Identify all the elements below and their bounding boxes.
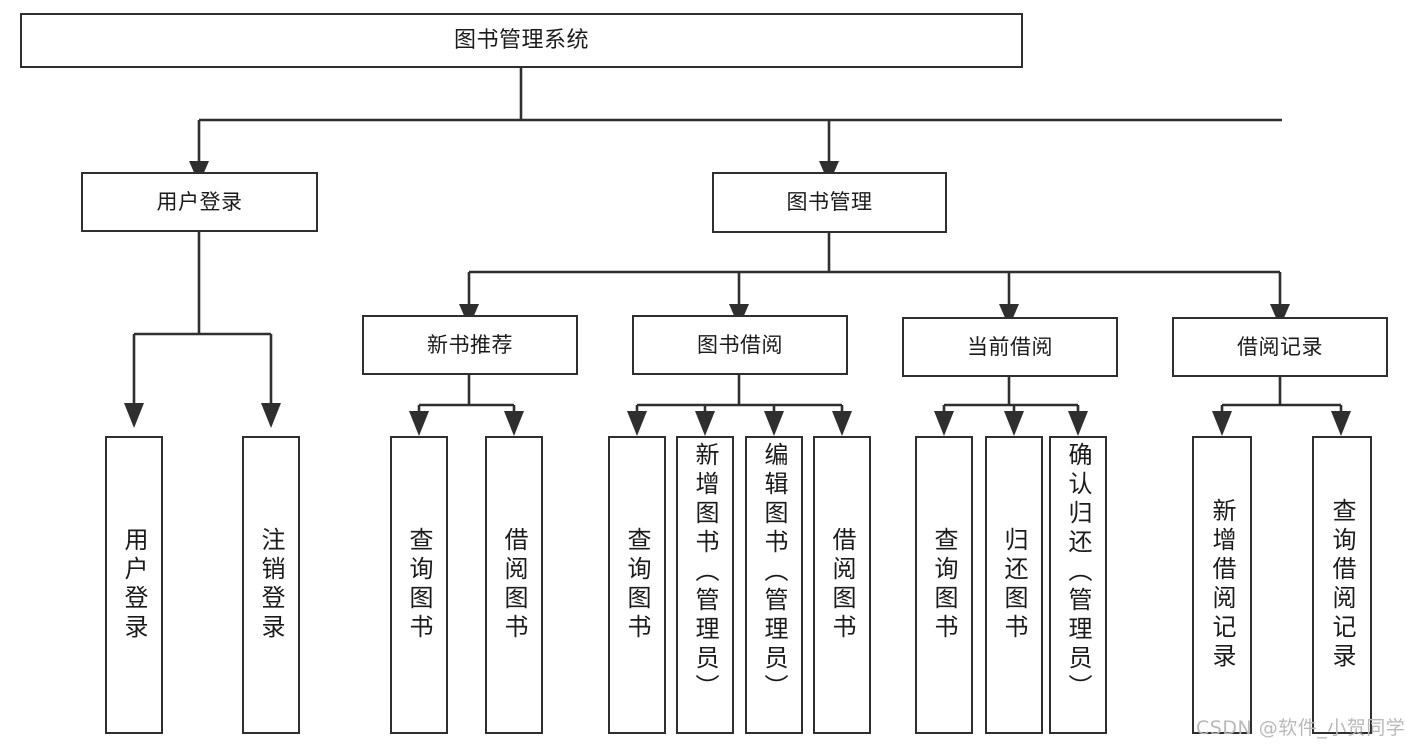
node-leaf-edit-book-label: 编辑图书（管理员）	[760, 442, 788, 703]
node-leaf-add-record[interactable]: 新增借阅记录	[1192, 436, 1252, 734]
node-leaf-logout-login[interactable]: 注销登录	[242, 436, 300, 734]
node-leaf-query-book-3[interactable]: 查询图书	[915, 436, 973, 734]
node-leaf-query-book-1-label: 查询图书	[405, 527, 433, 643]
node-leaf-query-record[interactable]: 查询借阅记录	[1312, 436, 1372, 734]
node-leaf-add-book-label: 新增图书（管理员）	[691, 442, 719, 703]
node-leaf-borrow-book-2[interactable]: 借阅图书	[813, 436, 871, 734]
node-leaf-confirm-return[interactable]: 确认归还（管理员）	[1049, 436, 1107, 734]
node-leaf-query-book-2-label: 查询图书	[623, 527, 651, 643]
node-user-login[interactable]: 用户登录	[81, 172, 318, 232]
node-leaf-query-record-label: 查询借阅记录	[1328, 498, 1356, 672]
node-book-borrow[interactable]: 图书借阅	[632, 315, 848, 375]
node-leaf-confirm-return-label: 确认归还（管理员）	[1064, 442, 1092, 703]
node-borrow-record-label: 借阅记录	[1237, 334, 1323, 359]
node-current-borrow-label: 当前借阅	[967, 334, 1053, 359]
node-root-label: 图书管理系统	[453, 27, 589, 53]
node-leaf-return-book-label: 归还图书	[1000, 527, 1028, 643]
node-new-book-recommend[interactable]: 新书推荐	[362, 315, 578, 375]
node-leaf-query-book-3-label: 查询图书	[930, 527, 958, 643]
node-leaf-borrow-book-1-label: 借阅图书	[500, 527, 528, 643]
node-leaf-return-book[interactable]: 归还图书	[985, 436, 1043, 734]
node-leaf-query-book-1[interactable]: 查询图书	[390, 436, 448, 734]
node-borrow-record[interactable]: 借阅记录	[1172, 317, 1388, 377]
node-leaf-query-book-2[interactable]: 查询图书	[608, 436, 666, 734]
node-new-book-recommend-label: 新书推荐	[427, 332, 513, 357]
node-leaf-borrow-book-1[interactable]: 借阅图书	[485, 436, 543, 734]
node-leaf-add-book[interactable]: 新增图书（管理员）	[676, 436, 734, 734]
node-book-manage-label: 图书管理	[786, 190, 873, 215]
node-book-manage[interactable]: 图书管理	[712, 172, 947, 233]
node-root[interactable]: 图书管理系统	[20, 13, 1023, 68]
node-leaf-add-record-label: 新增借阅记录	[1208, 498, 1236, 672]
node-leaf-user-login-label: 用户登录	[120, 527, 148, 643]
csdn-watermark: CSDN @软件_小贺同学	[1196, 717, 1405, 739]
node-leaf-edit-book[interactable]: 编辑图书（管理员）	[745, 436, 803, 734]
node-book-borrow-label: 图书借阅	[697, 332, 783, 357]
node-leaf-borrow-book-2-label: 借阅图书	[828, 527, 856, 643]
node-user-login-label: 用户登录	[156, 189, 243, 214]
node-leaf-user-login[interactable]: 用户登录	[105, 436, 163, 734]
node-leaf-logout-login-label: 注销登录	[257, 527, 285, 643]
arrowheads	[124, 161, 1351, 436]
node-current-borrow[interactable]: 当前借阅	[902, 317, 1118, 377]
